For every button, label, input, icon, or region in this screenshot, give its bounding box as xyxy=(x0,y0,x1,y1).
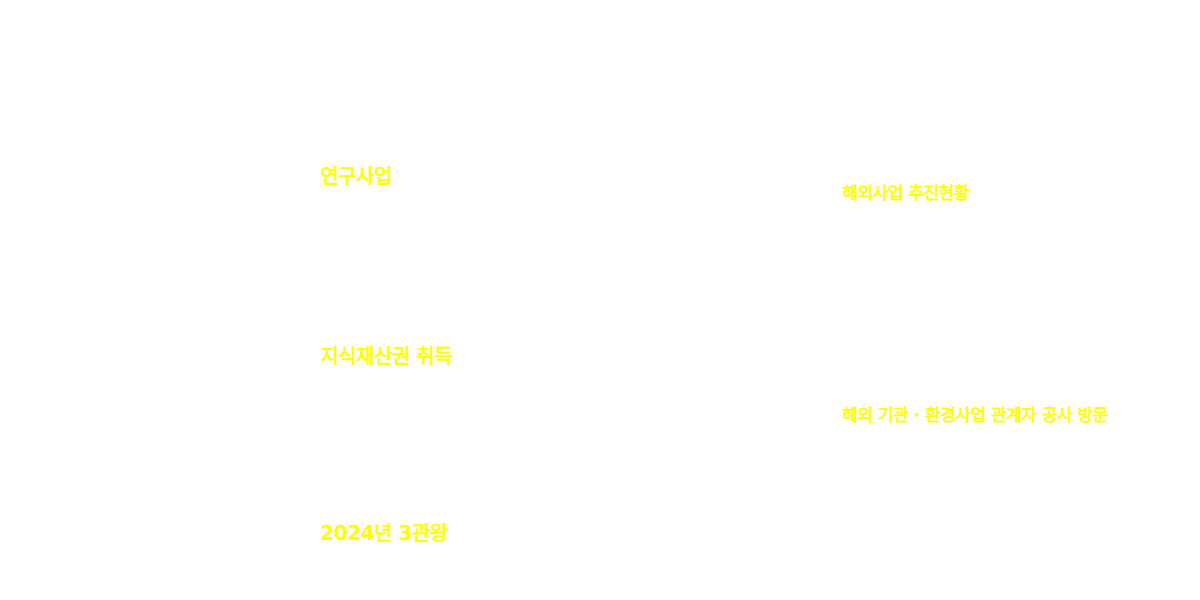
intellectual-property-link[interactable]: 지식재산권 취득 xyxy=(320,344,452,368)
research-projects-link[interactable]: 연구사업 xyxy=(320,164,392,188)
award-link[interactable]: 2024년 3관왕 xyxy=(320,521,448,545)
overseas-projects-status-link[interactable]: 해외사업 추진현황 xyxy=(842,184,969,204)
overseas-visit-link[interactable]: 해외 기관 · 환경사업 관계자 공사 방문 xyxy=(842,406,1108,426)
